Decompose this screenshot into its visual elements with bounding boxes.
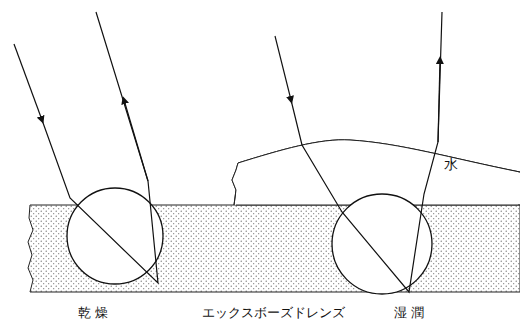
part-name: エックスボーズドレンズ xyxy=(202,305,345,321)
glass-bead xyxy=(67,188,163,284)
condition-label: 乾 燥 xyxy=(78,305,108,321)
water-label: 水 xyxy=(444,156,458,173)
condition-label: 湿 潤 xyxy=(394,305,424,321)
light-ray xyxy=(275,36,291,100)
light-ray xyxy=(14,44,42,120)
glass-bead xyxy=(332,194,432,294)
